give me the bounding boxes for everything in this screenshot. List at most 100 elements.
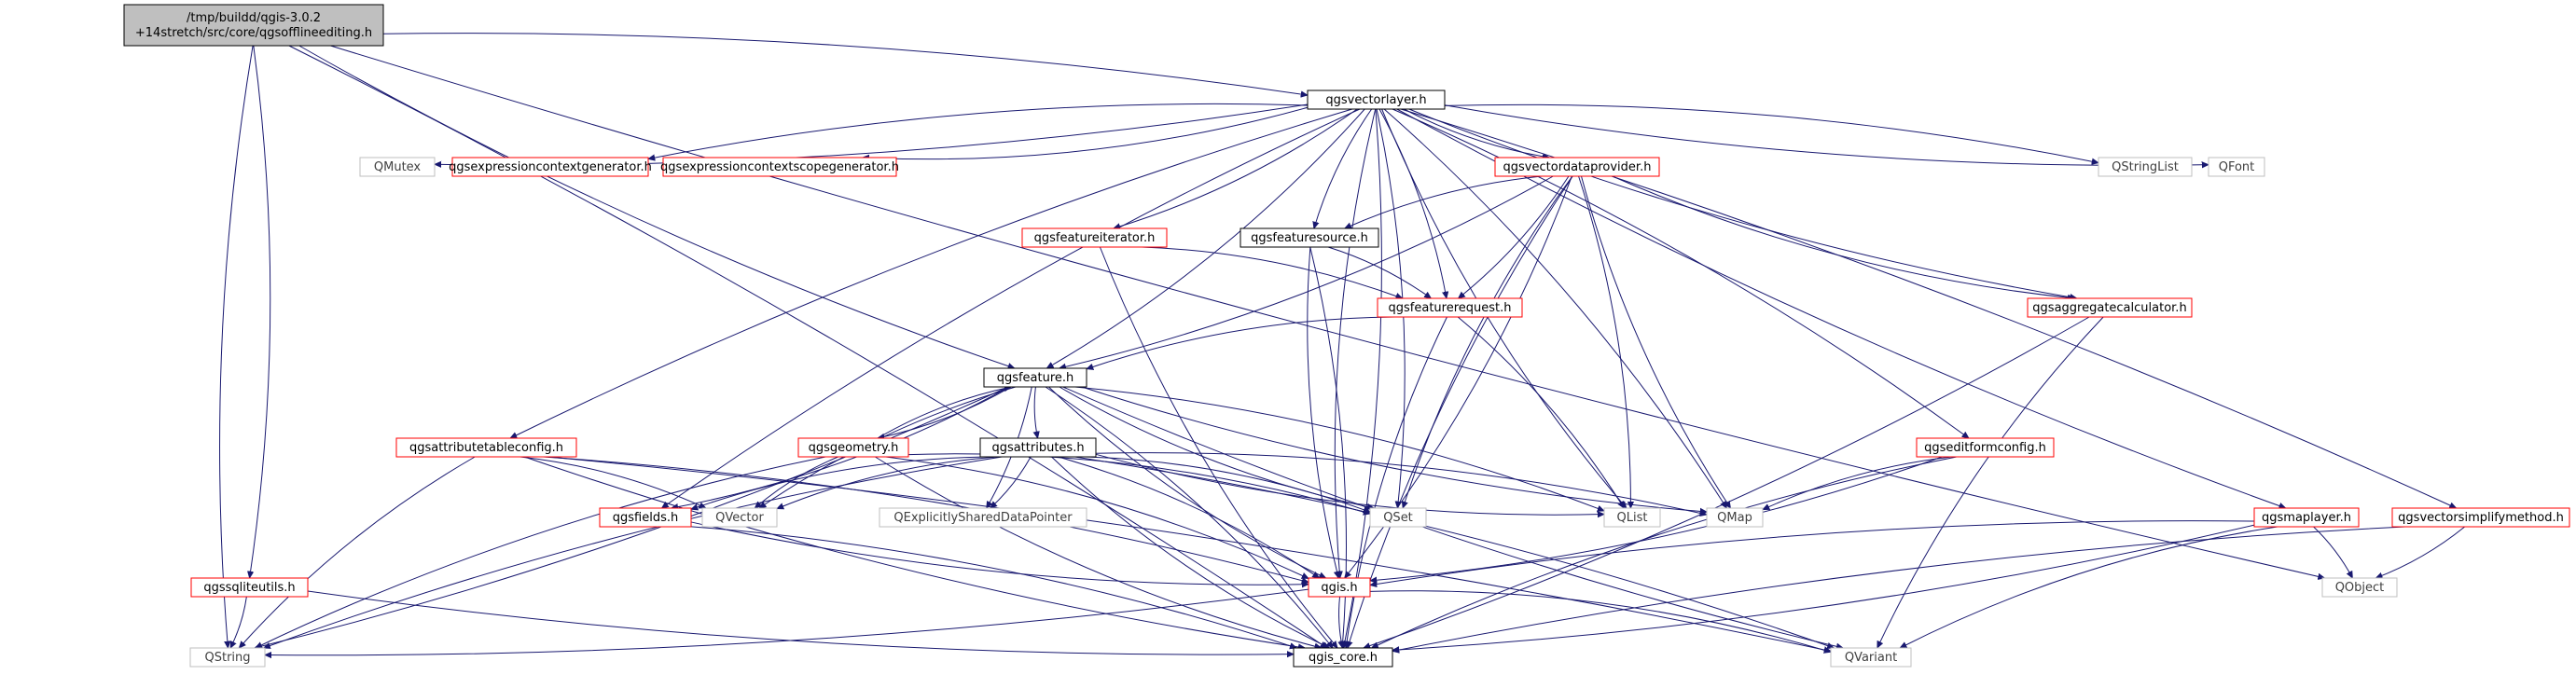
node-sqliteutils[interactable]: qgssqliteutils.h (190, 577, 309, 598)
edge-attrtableconfig-to-qgis (543, 456, 1309, 583)
edge-featurerequest-to-qlist (1457, 316, 1624, 508)
node-qvector-box (701, 507, 778, 528)
node-vectorlayer-label: qgsvectorlayer.h (1325, 93, 1426, 107)
edge-attributes-to-qmap (1095, 452, 1707, 515)
edge-vdp-to-featuresource (1345, 175, 1543, 229)
edge-sqliteutils-to-qgiscore (307, 590, 1294, 654)
node-featuresource[interactable]: qgsfeaturesource.h (1240, 227, 1379, 248)
node-feature[interactable]: qgsfeature.h (983, 367, 1087, 388)
edge-feature-to-fields (672, 386, 1010, 508)
edge-simplify-to-qgiscore (1392, 526, 2405, 651)
edge-attributes-to-qset (1086, 456, 1370, 512)
node-simplify[interactable]: qgsvectorsimplifymethod.h (2391, 507, 2570, 528)
node-qgis-box (1308, 577, 1371, 598)
node-exprscopegen-label: qgsexpressioncontextscopegenerator.h (660, 160, 899, 174)
node-qstring-box (189, 647, 266, 668)
edge-vdp-to-qmap (1581, 175, 1730, 508)
edge-attributes-to-qstring (264, 456, 1003, 648)
node-editformconfig-label: qgseditformconfig.h (1924, 441, 2046, 455)
node-qlist-box (1603, 507, 1661, 528)
edge-vectorlayer-to-qmap (1383, 108, 1726, 508)
node-featureiterator-label: qgsfeatureiterator.h (1034, 231, 1156, 245)
edge-featurerequest-to-qgiscore (1346, 316, 1447, 648)
node-qgis[interactable]: qgis.h (1308, 577, 1371, 598)
node-simplify-label: qgsvectorsimplifymethod.h (2398, 511, 2564, 525)
node-aggcalc[interactable]: qgsaggregatecalculator.h (2027, 297, 2193, 318)
node-attrtableconfig[interactable]: qgsattributetableconfig.h (395, 437, 577, 458)
edge-feature-to-qgis (1048, 386, 1325, 579)
node-featureiterator-box (1021, 227, 1168, 248)
edge-vectorlayer-to-exprctxgen (648, 103, 1309, 158)
edge-layer (219, 33, 2465, 655)
edge-vectorlayer-to-feature (1046, 108, 1365, 368)
node-qvariant[interactable]: QVariant (1830, 647, 1912, 668)
node-qgiscore[interactable]: qgis_core.h (1293, 647, 1393, 668)
node-qvector-label: QVector (715, 511, 764, 525)
node-qlist[interactable]: QList (1603, 507, 1661, 528)
node-vdp-box (1494, 157, 1660, 177)
node-attributes-box (979, 437, 1097, 458)
node-editformconfig-box (1916, 437, 2055, 458)
node-qmap-label: QMap (1717, 511, 1752, 525)
node-vectorlayer[interactable]: qgsvectorlayer.h (1307, 90, 1446, 110)
edge-feature-to-qset (1059, 386, 1374, 508)
edge-vectorlayer-to-qlist (1381, 108, 1627, 508)
node-featurerequest-box (1377, 297, 1523, 318)
node-layer: /tmp/buildd/qgis-3.0.2+14stretch/src/cor… (123, 4, 2570, 668)
node-root-box (123, 4, 384, 47)
node-attributes[interactable]: qgsattributes.h (979, 437, 1097, 458)
node-qset[interactable]: QSet (1369, 507, 1427, 528)
edge-aggcalc-to-qgiscore (1364, 316, 2090, 648)
node-root-label: +14stretch/src/core/qgsofflineediting.h (135, 26, 372, 40)
node-root[interactable]: /tmp/buildd/qgis-3.0.2+14stretch/src/cor… (123, 4, 384, 47)
node-vdp-label: qgsvectordataprovider.h (1503, 160, 1652, 174)
node-qfont[interactable]: QFont (2208, 157, 2265, 177)
node-qfont-box (2208, 157, 2265, 177)
edge-feature-to-qgiscore (1045, 386, 1333, 648)
node-geometry[interactable]: qgsgeometry.h (797, 437, 909, 458)
node-fields[interactable]: qgsfields.h (599, 507, 692, 528)
node-featurerequest[interactable]: qgsfeaturerequest.h (1377, 297, 1523, 318)
node-fields-label: qgsfields.h (613, 511, 678, 525)
edge-attrtableconfig-to-qstring (239, 456, 476, 648)
node-feature-label: qgsfeature.h (997, 371, 1074, 385)
edge-vectorlayer-to-qmutex (435, 103, 1309, 165)
node-qvector[interactable]: QVector (701, 507, 778, 528)
edge-attributes-to-qvector (777, 456, 999, 509)
node-qstringlist[interactable]: QStringList (2098, 157, 2193, 177)
node-qstring[interactable]: QString (189, 647, 266, 668)
edge-maplayer-to-qgis (1370, 520, 2255, 585)
node-qobject[interactable]: QObject (2321, 577, 2398, 598)
node-qmap-box (1706, 507, 1764, 528)
edge-geometry-to-feature (877, 387, 1011, 439)
node-sqliteutils-box (190, 577, 309, 598)
edge-vectorlayer-to-aggcalc (1408, 108, 2077, 298)
node-vdp[interactable]: qgsvectordataprovider.h (1494, 157, 1660, 177)
node-qobject-box (2321, 577, 2398, 598)
node-exprscopegen[interactable]: qgsexpressioncontextscopegenerator.h (660, 157, 899, 177)
edge-root-to-vectorlayer (382, 33, 1308, 95)
node-exprctxgen-box (451, 157, 649, 177)
node-featuresource-box (1240, 227, 1379, 248)
node-exprctxgen[interactable]: qgsexpressioncontextgenerator.h (449, 157, 652, 177)
node-featurerequest-label: qgsfeaturerequest.h (1389, 301, 1512, 315)
edge-attrtableconfig-to-qgiscore (524, 456, 1305, 648)
node-maplayer[interactable]: qgsmaplayer.h (2253, 507, 2360, 528)
edge-featureiterator-to-featurerequest (1142, 246, 1402, 298)
node-sqliteutils-label: qgssqliteutils.h (203, 581, 295, 595)
edge-vectorlayer-to-qgiscore (1344, 108, 1382, 648)
node-editformconfig[interactable]: qgseditformconfig.h (1916, 437, 2055, 458)
edge-qgis-to-qgiscore (1339, 596, 1343, 648)
edge-feature-to-qvector (759, 386, 1017, 508)
node-qmap[interactable]: QMap (1706, 507, 1764, 528)
edge-vectorlayer-to-vdp (1404, 108, 1549, 158)
node-qshared[interactable]: QExplicitlySharedDataPointer (879, 507, 1087, 528)
node-qmutex[interactable]: QMutex (359, 157, 436, 177)
node-aggcalc-label: qgsaggregatecalculator.h (2032, 301, 2186, 315)
edge-fields-to-qgiscore (690, 526, 1296, 648)
node-root-label: /tmp/buildd/qgis-3.0.2 (187, 11, 321, 25)
edge-aggcalc-to-qvariant (1877, 316, 2104, 648)
edge-vectorlayer-to-qfont (1444, 104, 2209, 166)
node-featureiterator[interactable]: qgsfeatureiterator.h (1021, 227, 1168, 248)
